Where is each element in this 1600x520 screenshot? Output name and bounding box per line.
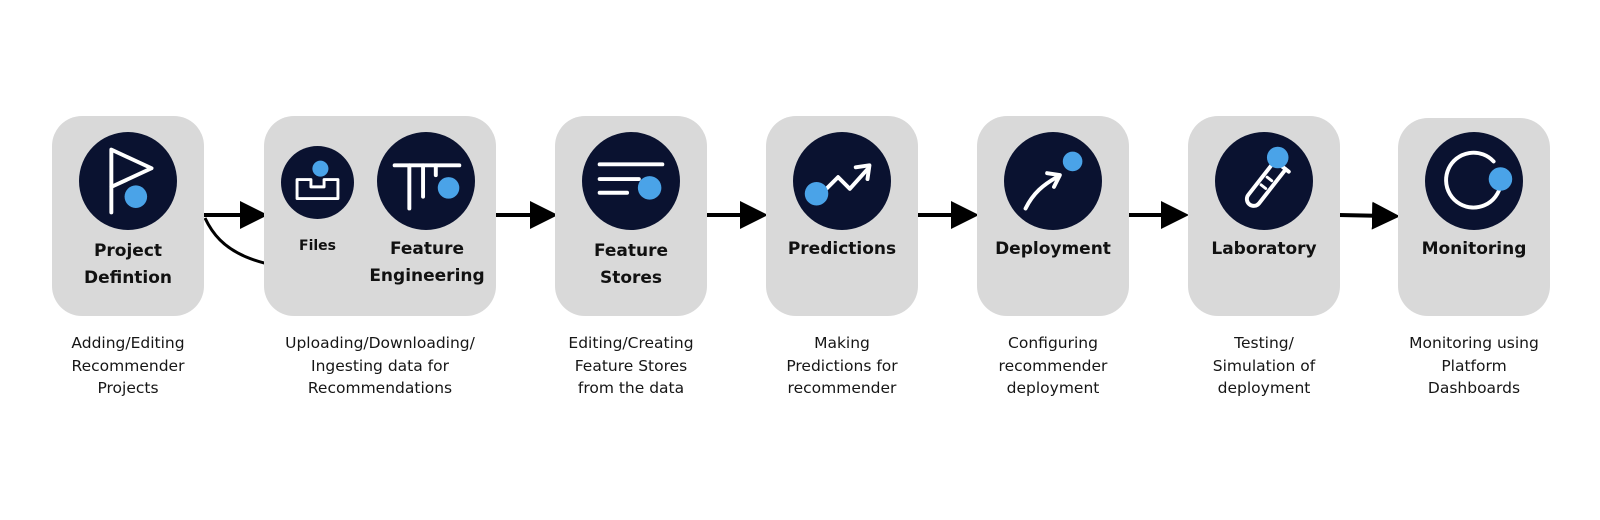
stage-description: Testing/ Simulation of deployment xyxy=(1212,334,1316,397)
files-label: Files xyxy=(299,238,336,254)
stage-description: Making Predictions for recommender xyxy=(786,334,898,397)
stage-card-feature-stores: Feature Stores xyxy=(555,116,707,316)
trend-up-icon xyxy=(793,132,891,230)
curved-arrow-icon xyxy=(1004,132,1102,230)
stage-label: Laboratory xyxy=(1211,239,1317,259)
stage-label: Predictions xyxy=(787,239,897,259)
arrow-6-to-7 xyxy=(1338,201,1400,230)
stage-label: Monitoring xyxy=(1421,239,1527,259)
stage-description: Adding/Editing Recommender Projects xyxy=(71,334,185,397)
stage-description: Editing/Creating Feature Stores from the… xyxy=(568,334,694,397)
stage-label: Project Defintion xyxy=(83,241,173,288)
table-columns-icon xyxy=(377,132,475,230)
text-lines-icon xyxy=(582,132,680,230)
stage-description: Monitoring using Platform Dashboards xyxy=(1409,334,1539,397)
stage-label: Feature Engineering xyxy=(369,239,485,286)
stage-card-deployment: Deployment xyxy=(977,116,1129,316)
stage-card-monitoring: Monitoring xyxy=(1398,118,1550,316)
test-tube-icon xyxy=(1215,132,1313,230)
inbox-tray-icon xyxy=(281,146,354,219)
stage-description: Configuring recommender deployment xyxy=(998,334,1108,397)
ring-icon xyxy=(1425,132,1523,230)
stage-card-laboratory: Laboratory xyxy=(1188,116,1340,316)
stage-label: Deployment xyxy=(995,239,1111,259)
flag-icon xyxy=(79,132,177,230)
stage-card-predictions: Predictions xyxy=(766,116,918,316)
stage-description: Uploading/Downloading/ Ingesting data fo… xyxy=(285,334,475,397)
stage-card-project-definition: Project Defintion xyxy=(52,116,204,316)
stage-card-feature-engineering: Files Feature Engineering xyxy=(264,116,496,316)
stage-label: Feature Stores xyxy=(593,241,669,288)
